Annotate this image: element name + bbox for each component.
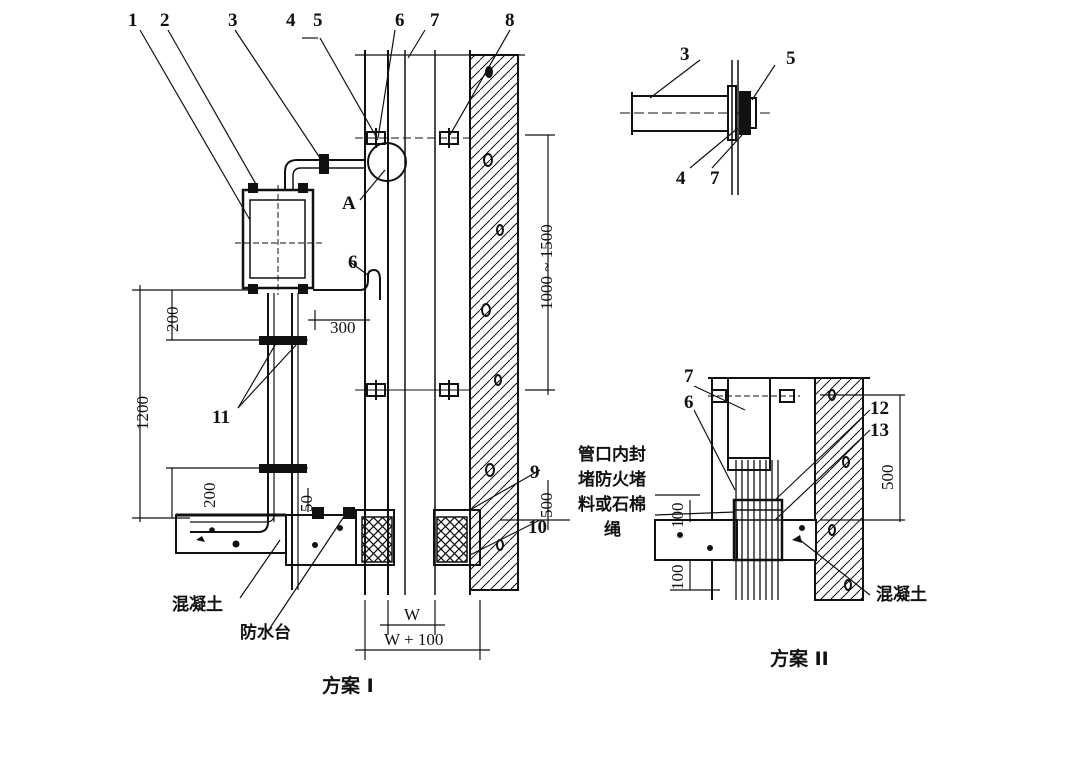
detail-label-3: 3 [680,44,690,65]
s2-label-12: 12 [870,398,889,419]
scheme-1-leaders [139,29,541,629]
scheme-1-title: 方案 I [322,674,374,697]
scheme-2-drawing [654,377,905,601]
dim-500: 500 [537,493,556,519]
detail-a-label: A [342,193,356,214]
callout-7: 7 [430,10,440,31]
s2-label-6: 6 [684,392,694,413]
note-concrete: 混凝土 [172,594,223,615]
detail-label-4: 4 [676,168,686,189]
s2-note-line-1: 管口内封 [578,444,646,465]
s2-note-line-4: 绳 [604,519,621,540]
down-conduits [190,293,308,590]
s2-dim-100-lower: 100 [668,565,687,591]
callout-1: 1 [128,10,138,31]
s2-label-7: 7 [684,366,694,387]
detail-a-circle [367,142,407,182]
detail-a-labels: 3 5 4 7 [676,44,796,189]
concrete-wall [469,54,519,591]
scheme-2-title: 方案 II [770,647,829,670]
lower-conduit [313,268,381,300]
s2-note-concrete: 混凝土 [876,584,927,605]
s2-dim-100-upper: 100 [668,503,687,529]
floor-slab-left [175,513,287,554]
callout-11: 11 [212,407,230,428]
detail-a-drawing [620,59,776,195]
scheme-2-labels: 7 6 12 13 500 100 100 管口内封 堵防火堵 料或石棉 绳 混… [578,366,927,670]
dim-50: 50 [297,495,316,512]
callout-6: 6 [395,10,405,31]
dim-200-bottom: 200 [200,483,219,509]
dim-300: 300 [330,318,356,337]
top-conduit [284,142,407,190]
callout-4: 4 [286,10,296,31]
s2-note-line-2: 堵防火堵 [578,469,646,490]
dim-w-plus-100: W + 100 [384,630,443,649]
callout-2: 2 [160,10,170,31]
note-waterproof-plinth: 防水台 [240,622,291,643]
callout-8: 8 [505,10,515,31]
detail-label-7: 7 [710,168,720,189]
dim-1000-1500: 1000 ~ 1500 [537,224,556,310]
callout-10: 10 [528,517,547,538]
scheme-1-drawing [132,29,570,660]
firestop-block-right [436,516,468,563]
scheme-1-labels: 1 2 3 4 5 6 7 8 A 6 11 9 10 200 300 1200… [128,10,556,697]
callout-6-lower: 6 [348,252,358,273]
s2-note-line-3: 料或石棉 [578,494,646,515]
scheme-1-dimensions [132,134,570,660]
s2-label-13: 13 [870,420,889,441]
tap-off-box [235,183,322,295]
floor-slab-center [285,507,481,566]
callout-5: 5 [313,10,323,31]
callout-9: 9 [530,462,540,483]
vertical-shaft [355,50,525,595]
dim-200-top: 200 [163,307,182,333]
dim-1200: 1200 [133,396,152,430]
dim-w: W [404,605,421,624]
callout-3: 3 [228,10,238,31]
detail-label-5: 5 [786,48,796,69]
s2-dim-500: 500 [878,465,897,491]
